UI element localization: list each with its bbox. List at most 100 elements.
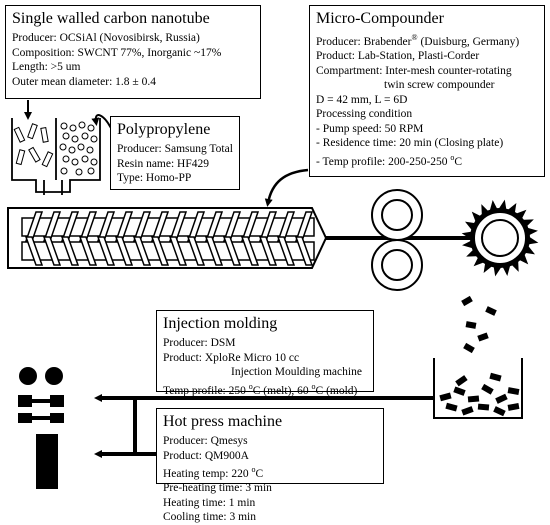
cutter-tooth: [523, 219, 534, 228]
screw-flight: [222, 236, 242, 266]
pp-resin: Resin name: HF429: [117, 157, 209, 170]
screw-flight: [240, 236, 260, 266]
cutter-tooth: [481, 204, 490, 215]
cutter-tooth: [502, 265, 511, 276]
hotpress-heat-temp: Heating temp: 220 oC: [163, 463, 275, 481]
pp-producer: Producer: Samsung Total: [117, 143, 233, 155]
process-diagram: [7, 100, 539, 489]
degree-mark-2: o: [311, 381, 316, 391]
micro-producer: Producer: Brabender® (Duisburg, Germany): [316, 31, 538, 49]
pp-info-box: Polypropylene Producer: Samsung Total Re…: [110, 116, 240, 190]
micro-residence: - Residence time: 20 min (Closing plate): [316, 137, 504, 150]
cutter-tooth: [462, 240, 473, 249]
screw-flight: [276, 236, 296, 266]
degree-mark-1: o: [248, 381, 253, 391]
screw-flight: [78, 236, 98, 266]
screw-flight: [204, 236, 224, 266]
micro-temp-value: - Temp profile: 200-250-250: [316, 155, 451, 168]
screw-flight: [186, 236, 206, 266]
pull-rollers: [371, 189, 423, 291]
micro-producer-location: (Duisburg, Germany): [417, 35, 520, 48]
screw-flight: [114, 236, 134, 266]
screw-flight: [168, 236, 188, 266]
cnt-info-box: Single walled carbon nanotube Producer: …: [5, 5, 261, 99]
pellet-collector: [433, 358, 523, 419]
collected-pellets: [439, 372, 520, 417]
hotpress-producer: Producer: Qmesys: [163, 435, 248, 447]
registered-mark: ®: [411, 33, 418, 42]
hotpress-left-col: Producer: Qmesys Product: QM900A Heating…: [163, 434, 275, 481]
cnt-diameter: Outer mean diameter: 1.8 ± 0.4: [12, 75, 156, 88]
micro-compartment-cont: twin screw compounder: [384, 79, 495, 92]
screw-flight: [60, 236, 80, 266]
cutter-tooth: [518, 254, 529, 265]
micro-compartment: Compartment: Inter-mesh counter-rotating: [316, 64, 512, 77]
micro-dims: D = 42 mm, L = 6D: [316, 93, 408, 106]
screw-flight: [96, 236, 116, 266]
micro-temp-unit: C: [454, 155, 463, 168]
hotpress-right-col: Pre-heating time: 3 min Heating time: 1 …: [163, 481, 272, 525]
cutter-tooth: [524, 246, 536, 255]
micro-product: Product: Lab-Station, Plasti-Corder: [316, 50, 480, 63]
hotpress-heat-temp-unit: C: [255, 467, 264, 480]
micro-producer-name: Producer: Brabender: [316, 35, 412, 48]
hotpress-heat-temp-value: Heating temp: 220: [163, 467, 252, 480]
micro-pump: - Pump speed: 50 RPM: [316, 122, 424, 135]
cutter-tooth: [493, 265, 501, 277]
cutter-tooth: [483, 262, 492, 274]
cutter-tooth: [461, 231, 473, 239]
injection-temp-melt: Temp profile: 250: [163, 384, 249, 397]
pp-pellets: [59, 121, 98, 176]
hotpress-cooling: Cooling time: 3 min: [163, 511, 256, 524]
cutter-tooth: [508, 202, 517, 214]
injection-producer: Producer: DSM: [163, 337, 236, 349]
hotpress-product: Product: QM900A: [163, 449, 249, 462]
hotpress-heating: Heating time: 1 min: [163, 496, 256, 509]
screw-flight: [294, 236, 314, 266]
screw-flight: [258, 236, 278, 266]
injection-product-cont: Injection Moulding machine: [231, 366, 362, 378]
screw-flight: [132, 236, 152, 266]
pelletizer-cutter: [461, 199, 539, 277]
cutter-tooth: [499, 199, 507, 211]
lower-screw: [21, 236, 315, 266]
micro-title: Micro-Compounder: [316, 10, 444, 27]
degree-mark: o: [450, 152, 455, 162]
cutter-tooth: [473, 256, 484, 267]
cutter-tooth: [466, 248, 477, 257]
screw-flight: [150, 236, 170, 266]
cutter-tooth: [471, 211, 482, 222]
micro-temp: - Temp profile: 200-250-250 oC: [316, 151, 538, 169]
degree-mark-3: o: [251, 465, 256, 474]
specimens: [18, 367, 64, 489]
cnt-producer: Producer: OCSiAl (Novosibirsk, Russia): [12, 32, 200, 44]
screw-flight: [24, 236, 44, 266]
injection-product: Product: XploRe Micro 10 cc: [163, 351, 300, 364]
cnt-length: Length: >5 um: [12, 61, 81, 73]
cnt-title: Single walled carbon nanotube: [12, 10, 210, 27]
hotpress-preheat: Pre-heating time: 3 min: [163, 482, 272, 495]
hot-press-box: Hot press machine Producer: Qmesys Produ…: [156, 408, 384, 523]
cutter-tooth: [464, 221, 476, 230]
cnt-composition: Composition: SWCNT 77%, Inorganic ~17%: [12, 46, 222, 59]
screw-flight: [42, 236, 62, 266]
pp-title: Polypropylene: [117, 121, 211, 138]
hotpress-title: Hot press machine: [163, 413, 283, 430]
injection-title: Injection molding: [163, 315, 278, 332]
cutter-tooth: [489, 200, 498, 211]
cutter-tooth: [527, 227, 538, 236]
injection-temp-mold: C (melt), 60: [252, 384, 312, 397]
cutter-tooth: [510, 261, 519, 272]
micro-compounder-box: Micro-Compounder Producer: Brabender® (D…: [309, 5, 545, 177]
cutter-tooth: [516, 209, 527, 220]
falling-pellets: [461, 295, 497, 354]
pp-type: Type: Homo-PP: [117, 172, 192, 184]
cutter-tooth: [527, 237, 539, 245]
injection-molding-box: Injection molding Producer: DSM Product:…: [156, 310, 374, 396]
cnt-bundles: [13, 123, 54, 168]
injection-temp-mold-unit: C (mold): [315, 384, 358, 397]
arrow-micro-to-extruder: [264, 168, 309, 207]
injection-temp: Temp profile: 250 oC (melt), 60 oC (mold…: [163, 380, 367, 398]
micro-processing: Processing condition: [316, 108, 413, 121]
arrow-pp-to-hopper: [91, 114, 113, 131]
